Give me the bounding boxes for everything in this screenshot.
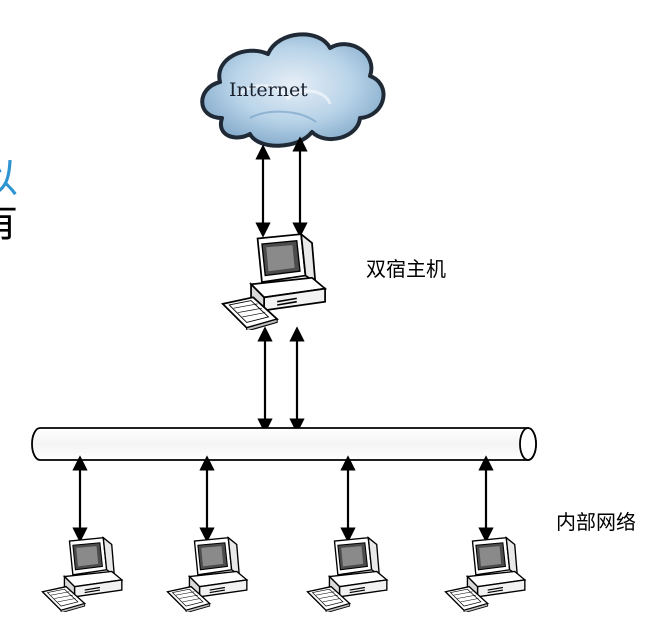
dual-homed-host-computer-icon [221,233,326,330]
internet-label: Internet [229,79,308,101]
client-computer-icon [41,537,123,612]
internet-cloud-icon [200,32,386,148]
client-computer-icon [444,537,526,612]
host-label: 双宿主机 [366,257,446,281]
internal-network-bus [31,427,537,461]
edge-text-fragment-2: 有 [0,200,18,246]
client-computer-icon [306,537,388,612]
client-computer-icon [166,537,248,612]
network-label: 内部网络 [556,510,636,534]
edge-text-fragment-1: 以 [0,156,18,202]
